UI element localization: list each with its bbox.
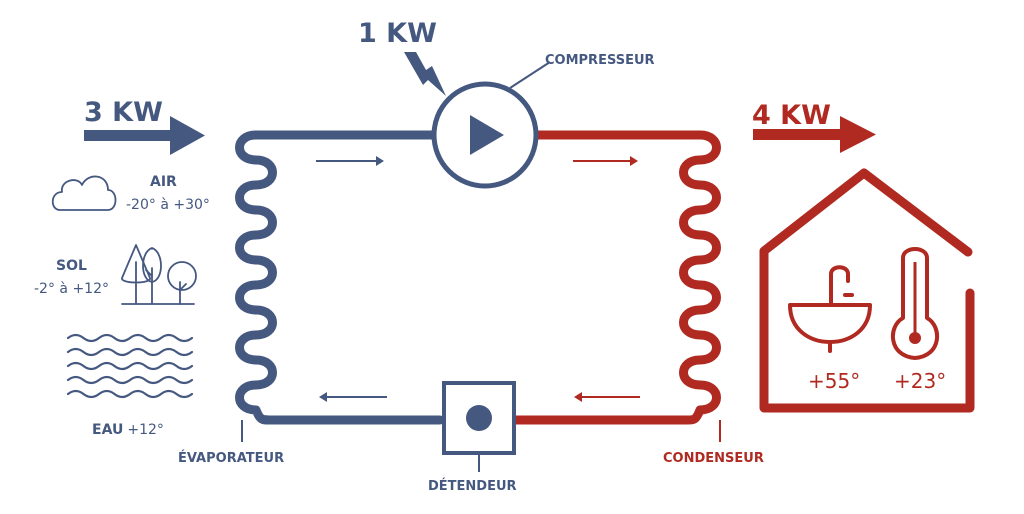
flow-arrow-bottom-left bbox=[319, 392, 387, 402]
valve-label: DÉTENDEUR bbox=[428, 478, 517, 494]
thermometer-icon bbox=[890, 247, 940, 360]
expansion-valve bbox=[442, 381, 516, 455]
sink-icon bbox=[788, 265, 872, 353]
evaporator-label: ÉVAPORATEUR bbox=[178, 450, 284, 466]
air-label: AIR bbox=[150, 174, 177, 190]
air-range: -20° à +30° bbox=[126, 197, 210, 213]
lightning-bolt-icon bbox=[404, 52, 446, 96]
condenser-coil bbox=[509, 130, 721, 425]
input-arrow bbox=[84, 116, 205, 155]
water-range: +12° bbox=[127, 422, 164, 438]
cloud-icon bbox=[51, 175, 117, 211]
trees-icon bbox=[121, 244, 197, 305]
compressor-label: COMPRESSEUR bbox=[545, 53, 655, 68]
soil-label: SOL bbox=[56, 258, 87, 274]
compressor-power-label: 1 KW bbox=[358, 18, 437, 49]
compressor bbox=[431, 81, 539, 189]
input-power-label: 3 KW bbox=[84, 97, 163, 128]
water-label: EAU bbox=[92, 422, 123, 438]
waves-icon bbox=[66, 333, 194, 399]
output-power-label: 4 KW bbox=[752, 100, 831, 131]
soil-range: -2° à +12° bbox=[34, 281, 109, 297]
heating-temperature: +23° bbox=[894, 369, 946, 393]
flow-arrow-bottom-right bbox=[574, 392, 640, 402]
flow-arrow-top-left bbox=[316, 156, 384, 166]
water-caption: EAU+12° bbox=[92, 422, 164, 438]
condenser-label: CONDENSEUR bbox=[663, 451, 764, 466]
compressor-callout-line bbox=[509, 61, 551, 89]
output-arrow bbox=[753, 116, 876, 153]
flow-arrow-top-right bbox=[573, 156, 638, 166]
play-triangle-icon bbox=[470, 115, 504, 155]
evaporator-coil bbox=[235, 130, 445, 425]
hot-water-temperature: +55° bbox=[808, 369, 860, 393]
house-icon bbox=[759, 168, 975, 413]
